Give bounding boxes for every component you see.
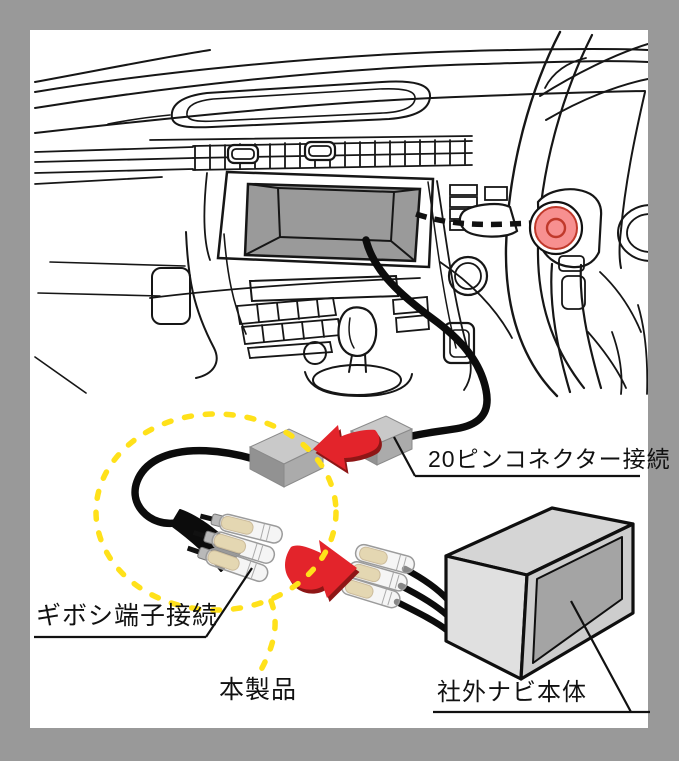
red-arrow-terminals xyxy=(285,540,360,602)
start-button xyxy=(442,321,476,365)
leader-nav-unit xyxy=(433,600,650,714)
label-aftermarket-nav-unit: 社外ナビ本体 xyxy=(437,679,587,706)
label-pin-connector: 20ピンコネクター接続 xyxy=(428,446,671,472)
harness-cable-upper xyxy=(362,236,491,441)
product-balloon-tail xyxy=(258,598,278,673)
wiper-stalk xyxy=(458,202,519,238)
dashed-routing-line xyxy=(415,211,531,228)
leader-giboshi xyxy=(34,567,253,639)
nav-unit-box xyxy=(444,506,635,681)
gear-shifter xyxy=(303,306,413,398)
leader-pin-connector xyxy=(393,436,640,478)
center-display-cavity xyxy=(203,170,435,269)
nav-unit-screen xyxy=(532,536,623,664)
climate-knob xyxy=(447,255,489,297)
label-giboshi-terminal: ギボシ端子接続 xyxy=(36,602,219,630)
steering-switch-highlight xyxy=(528,200,584,256)
vent-grid xyxy=(34,135,473,185)
giboshi-terminals-right xyxy=(340,543,416,609)
lower-dash-left xyxy=(34,231,247,394)
connector-left xyxy=(248,428,325,488)
label-this-product: 本製品 xyxy=(219,676,298,704)
red-arrow-connector xyxy=(313,425,382,474)
label-leaders xyxy=(34,436,650,714)
audio-controls xyxy=(149,274,430,359)
product-outline-dotted xyxy=(93,411,339,673)
giboshi-terminals-left xyxy=(186,513,283,583)
dashboard-illustration xyxy=(34,30,648,398)
speaker-recess xyxy=(107,80,432,129)
harness-cable-lower xyxy=(131,446,258,528)
